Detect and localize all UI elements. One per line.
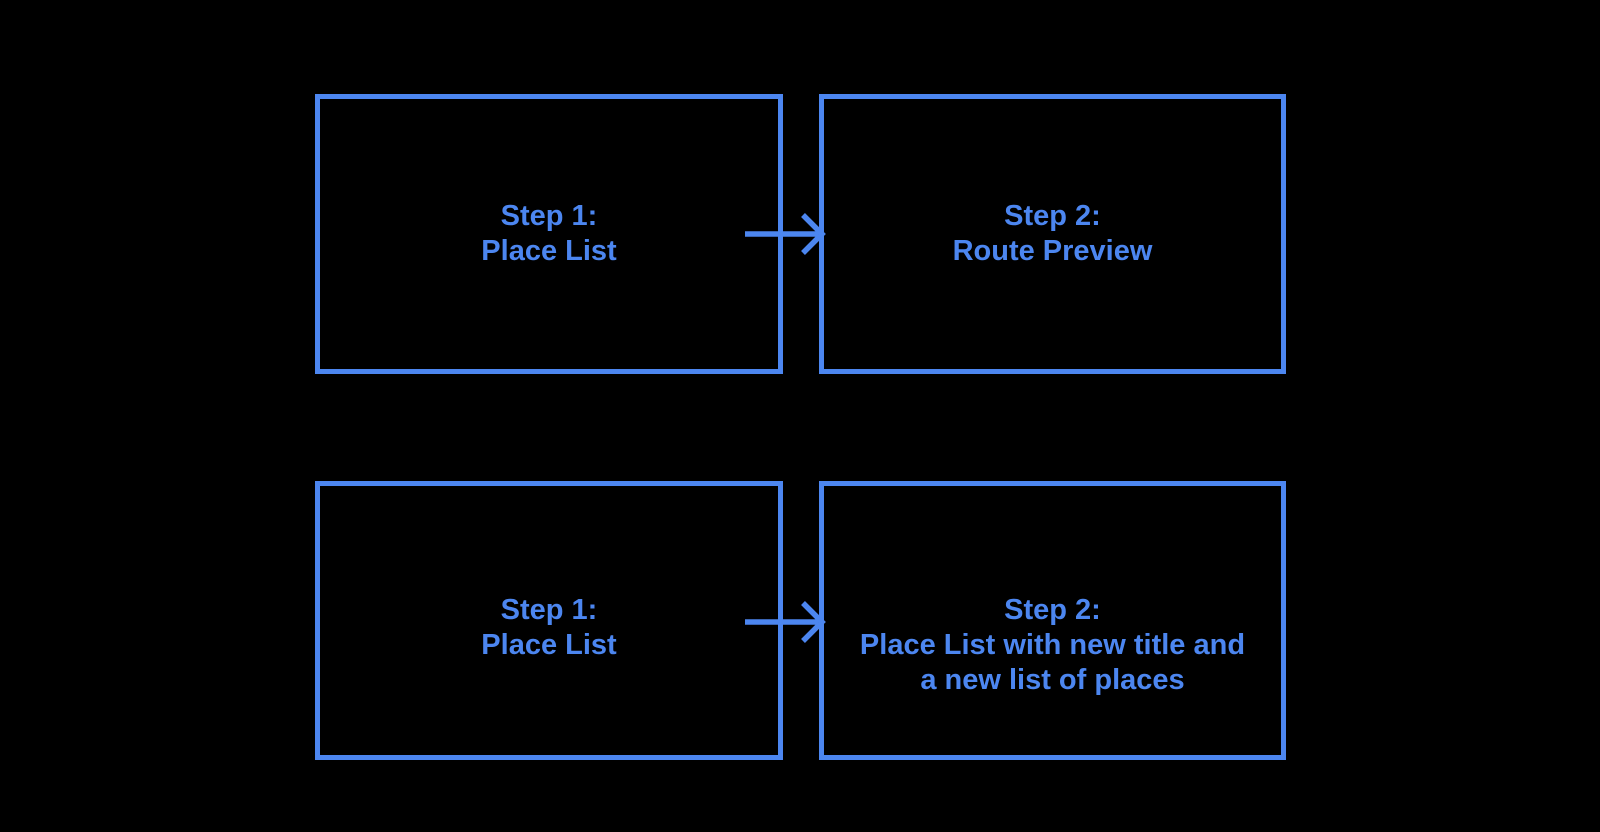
flow2-step2-label-line3: a new list of places <box>920 664 1185 696</box>
flow2-step2-box: Step 2: Place List with new title and a … <box>819 481 1286 760</box>
flow1-step2-label-line2: Route Preview <box>952 235 1153 267</box>
flow1-step1-label-line1: Step 1: <box>500 200 598 232</box>
flow2-step2-label-line1: Step 2: <box>1004 594 1101 626</box>
flow1-step2-label-line1: Step 2: <box>1004 200 1101 232</box>
flow2-step1-label-line2: Place List <box>481 629 617 661</box>
flow2-step2-label-line2: Place List with new title and <box>859 629 1246 661</box>
flow1-step1-box: Step 1: Place List <box>315 94 783 374</box>
flow1-step2-box: Step 2: Route Preview <box>819 94 1286 374</box>
flow1-step1-label-line2: Place List <box>481 235 617 267</box>
flow2-step1-box: Step 1: Place List <box>315 481 783 760</box>
flow2-step1-label-line1: Step 1: <box>500 594 598 626</box>
